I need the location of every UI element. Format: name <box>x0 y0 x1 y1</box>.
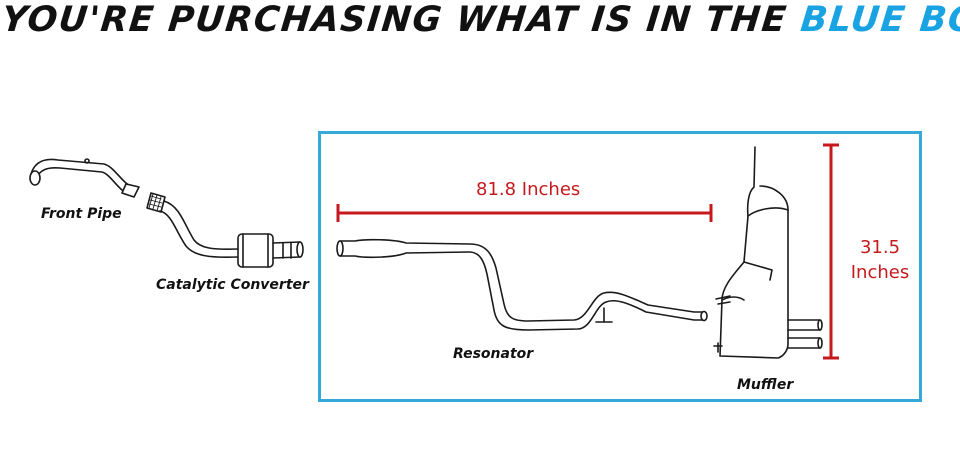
resonator-label: Resonator <box>453 346 534 362</box>
included-parts-box <box>318 131 922 402</box>
muffler-label: Muffler <box>737 377 794 393</box>
resonator-drawing <box>336 238 708 331</box>
height-dimension-line <box>823 143 839 360</box>
length-dimension-label: 81.8 Inches <box>476 179 581 200</box>
catalytic-converter-drawing <box>146 192 304 268</box>
muffler-drawing <box>713 146 823 359</box>
length-dimension-line <box>336 204 713 222</box>
height-dimension-label: 31.5 Inches <box>840 235 920 285</box>
front-pipe-label: Front Pipe <box>41 206 122 222</box>
catalytic-converter-label: Catalytic Converter <box>156 277 309 293</box>
front-pipe-drawing <box>29 158 140 198</box>
height-dimension-unit: Inches <box>850 262 910 283</box>
height-dimension-value: 31.5 <box>859 237 901 258</box>
